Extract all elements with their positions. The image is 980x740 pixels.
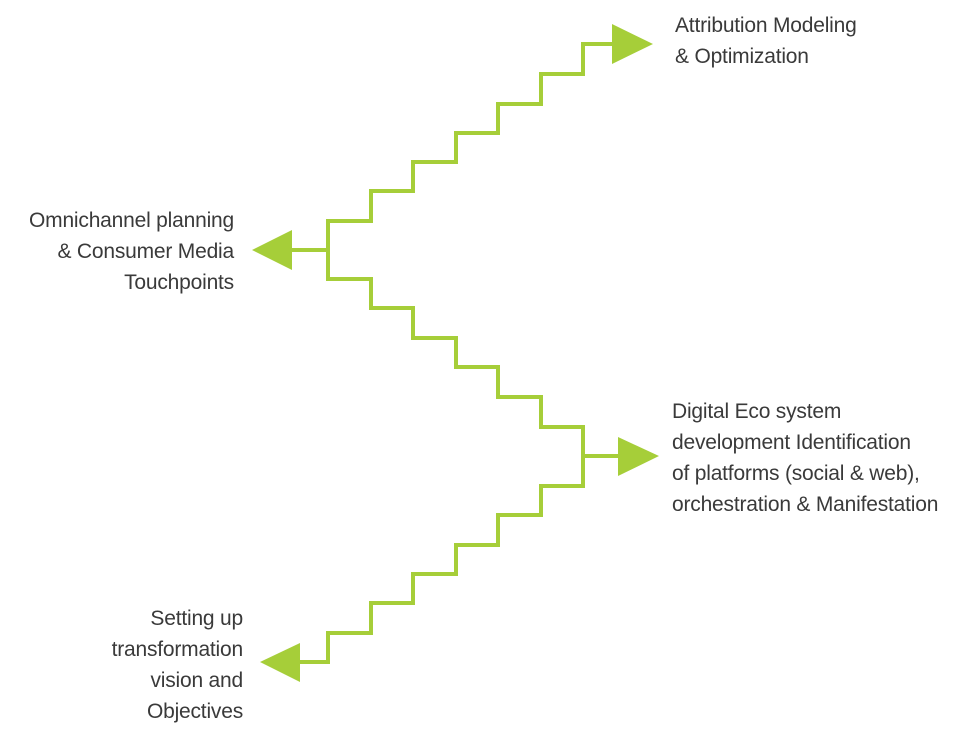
staircase-segment-3 [326,42,614,250]
label-line: transformation [111,638,244,661]
label-setting-up-vision: Setting up transformation vision and Obj… [111,603,244,727]
label-line: Omnichannel planning [29,209,234,232]
label-digital-eco-system: Digital Eco system development Identific… [672,396,938,520]
label-line: of platforms (social & web), [672,462,920,485]
arrow-left-icon [252,230,292,270]
label-line: Touchpoints [124,271,234,294]
label-line: vision and [150,669,243,692]
label-line: Objectives [146,700,243,723]
staircase-segment-2 [326,250,585,456]
label-line: & Consumer Media [57,240,234,263]
label-omnichannel-planning: Omnichannel planning & Consumer Media To… [29,205,234,298]
label-line: Digital Eco system [672,400,842,423]
arrow-left-icon [260,643,300,682]
arrow-right-icon [618,437,659,476]
label-line: orchestration & Manifestation [672,493,939,516]
label-line: Setting up [150,607,243,630]
label-line: & Optimization [675,45,809,68]
arrow-right-icon [612,24,653,64]
label-line: development Identification [672,431,911,454]
label-line: Attribution Modeling [675,14,857,37]
staircase-segment-1 [298,456,585,664]
label-attribution-modeling: Attribution Modeling & Optimization [675,10,857,72]
